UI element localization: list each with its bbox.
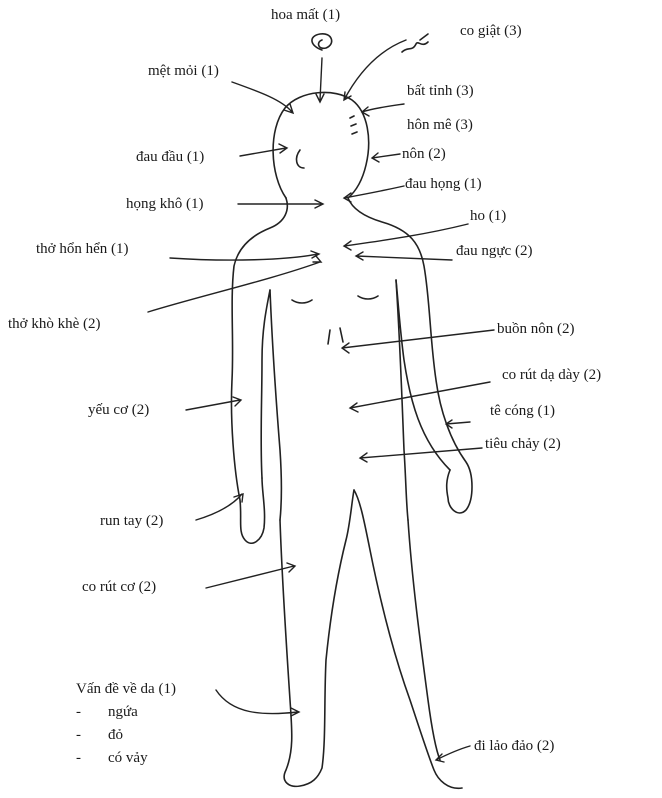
- right-leg-outline: [354, 490, 462, 788]
- skin-list-bullet-3: -: [76, 749, 81, 767]
- label-co-rut-co: co rút cơ (2): [82, 578, 156, 596]
- label-non: nôn (2): [402, 145, 446, 163]
- right-leg-outer: [408, 520, 440, 760]
- label-ngua: ngứa: [108, 703, 138, 721]
- dizzy-swirl: [312, 34, 332, 50]
- label-tho-hon-hen: thở hổn hển (1): [36, 240, 129, 258]
- label-buon-non: buồn nôn (2): [497, 320, 575, 338]
- label-dau-hong: đau họng (1): [405, 175, 482, 193]
- torso-right-side: [396, 280, 408, 520]
- left-inner-arm: [261, 290, 270, 478]
- body-right-outline: [348, 198, 472, 513]
- label-co-rut-da-day: co rút dạ dày (2): [502, 366, 601, 384]
- label-yeu-co: yếu cơ (2): [88, 401, 149, 419]
- left-leg-outline: [280, 490, 354, 786]
- skin-list-bullet-2: -: [76, 726, 81, 744]
- label-met-moi: mệt mỏi (1): [148, 62, 219, 80]
- label-tieu-chay: tiêu chảy (2): [485, 435, 561, 453]
- navel-mark: [328, 328, 343, 344]
- label-te-cong: tê cóng (1): [490, 402, 555, 420]
- seizure-squiggle: [402, 34, 428, 52]
- chest-mark-right: [358, 296, 378, 299]
- label-tho-kho-khe: thở khò khè (2): [8, 315, 101, 333]
- label-co-giat: co giật (3): [460, 22, 522, 40]
- label-hong-kho: họng khô (1): [126, 195, 204, 213]
- label-ho: ho (1): [470, 207, 506, 225]
- label-run-tay: run tay (2): [100, 512, 163, 530]
- torso-left-side: [270, 290, 282, 520]
- ear-mark: [297, 150, 304, 168]
- label-van-de-ve-da: Vấn đề về da (1): [76, 680, 176, 698]
- skin-list-bullet-1: -: [76, 703, 81, 721]
- hair-marks: [350, 116, 357, 134]
- label-hoa-mat: hoa mất (1): [271, 6, 340, 24]
- chest-mark-left: [292, 300, 312, 303]
- label-co-vay: có vảy: [108, 749, 148, 767]
- label-di-lao-dao: đi lảo đảo (2): [474, 737, 554, 755]
- label-bat-tinh: bất tỉnh (3): [407, 82, 474, 100]
- label-do: đỏ: [108, 726, 123, 744]
- body-left-outline: [231, 198, 287, 543]
- label-dau-dau: đau đầu (1): [136, 148, 204, 166]
- label-dau-nguc: đau ngực (2): [456, 242, 532, 260]
- label-hon-me: hôn mê (3): [407, 116, 473, 134]
